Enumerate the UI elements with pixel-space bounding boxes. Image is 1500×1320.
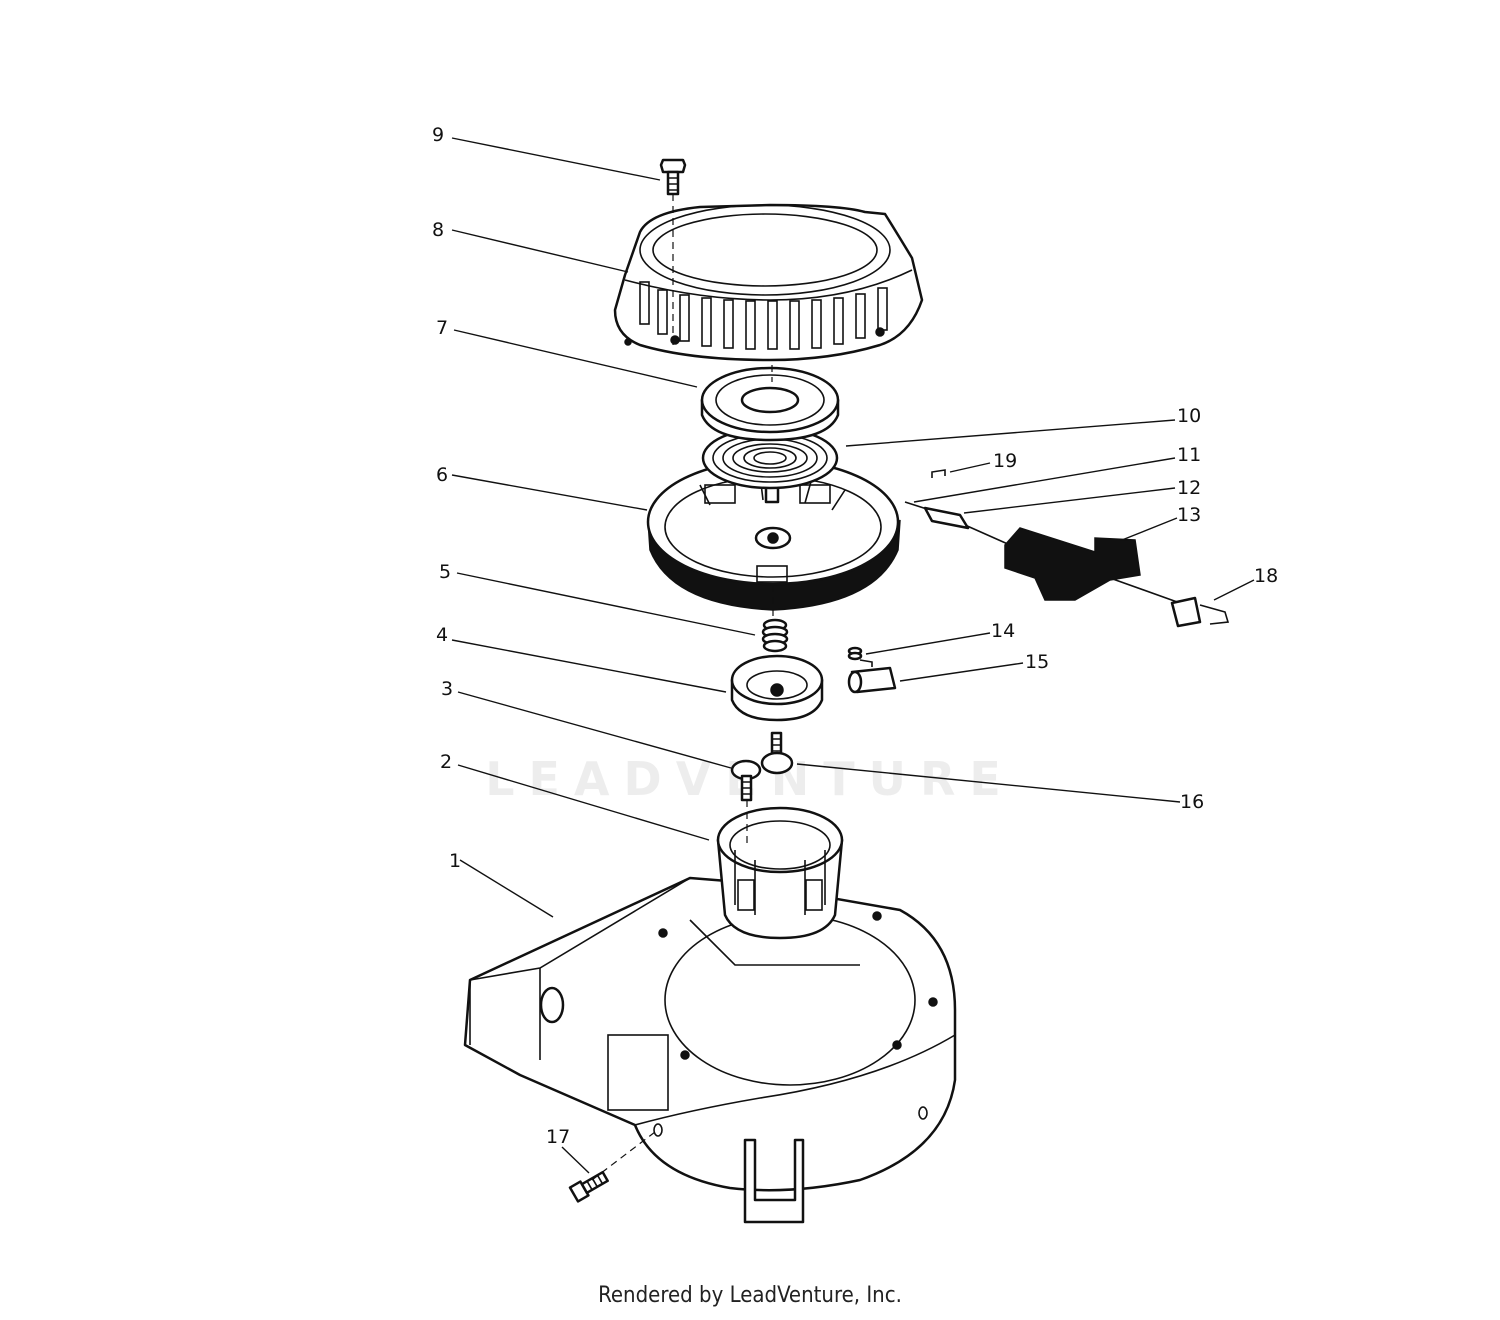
callout-16: 16 xyxy=(1180,791,1204,813)
spring-part xyxy=(761,618,789,653)
callout-12: 12 xyxy=(1177,477,1201,499)
starter-housing-part xyxy=(613,203,924,362)
pawl-spring-14-part xyxy=(847,646,873,667)
callout-15: 15 xyxy=(1025,651,1049,673)
footer-credit: Rendered by LeadVenture, Inc. xyxy=(598,1283,902,1308)
callout-8: 8 xyxy=(432,219,444,241)
callout-5: 5 xyxy=(439,561,451,583)
clip-19-part xyxy=(931,469,946,478)
callout-14: 14 xyxy=(991,620,1015,642)
callout-2: 2 xyxy=(440,751,452,773)
screw-17-part xyxy=(568,1170,609,1203)
recoil-spring-part xyxy=(701,426,839,490)
ratchet-part xyxy=(730,654,824,722)
handle-13-part xyxy=(1004,527,1141,601)
callout-9: 9 xyxy=(432,124,444,146)
callout-4: 4 xyxy=(436,624,448,646)
callout-6: 6 xyxy=(436,464,448,486)
callout-1: 1 xyxy=(449,850,461,872)
pawl-15-part xyxy=(847,666,897,694)
starter-cup-part xyxy=(716,806,844,940)
shoulder-screw-16-part xyxy=(760,731,794,775)
callout-labels: 9 8 7 6 5 4 3 2 1 10 19 11 12 13 18 14 1… xyxy=(432,124,1278,1148)
spring-cover-part xyxy=(700,366,840,442)
screw-3-part xyxy=(730,759,762,802)
callout-7: 7 xyxy=(436,317,448,339)
callout-10: 10 xyxy=(1177,405,1201,427)
housing-vents xyxy=(639,281,888,350)
callout-11: 11 xyxy=(1177,444,1201,466)
callout-18: 18 xyxy=(1254,565,1278,587)
callout-3: 3 xyxy=(441,678,453,700)
leader-lines xyxy=(451,137,1255,1174)
callout-19: 19 xyxy=(993,450,1017,472)
screw-9-part xyxy=(659,158,687,196)
pulley-part xyxy=(646,458,901,611)
callout-13: 13 xyxy=(1177,504,1201,526)
alignment-lines xyxy=(591,194,774,1181)
rope-sleeve-12-part xyxy=(923,506,970,530)
handle-insert-18-part xyxy=(1170,596,1230,628)
callout-17: 17 xyxy=(546,1126,570,1148)
blower-housing-part xyxy=(463,876,957,1224)
